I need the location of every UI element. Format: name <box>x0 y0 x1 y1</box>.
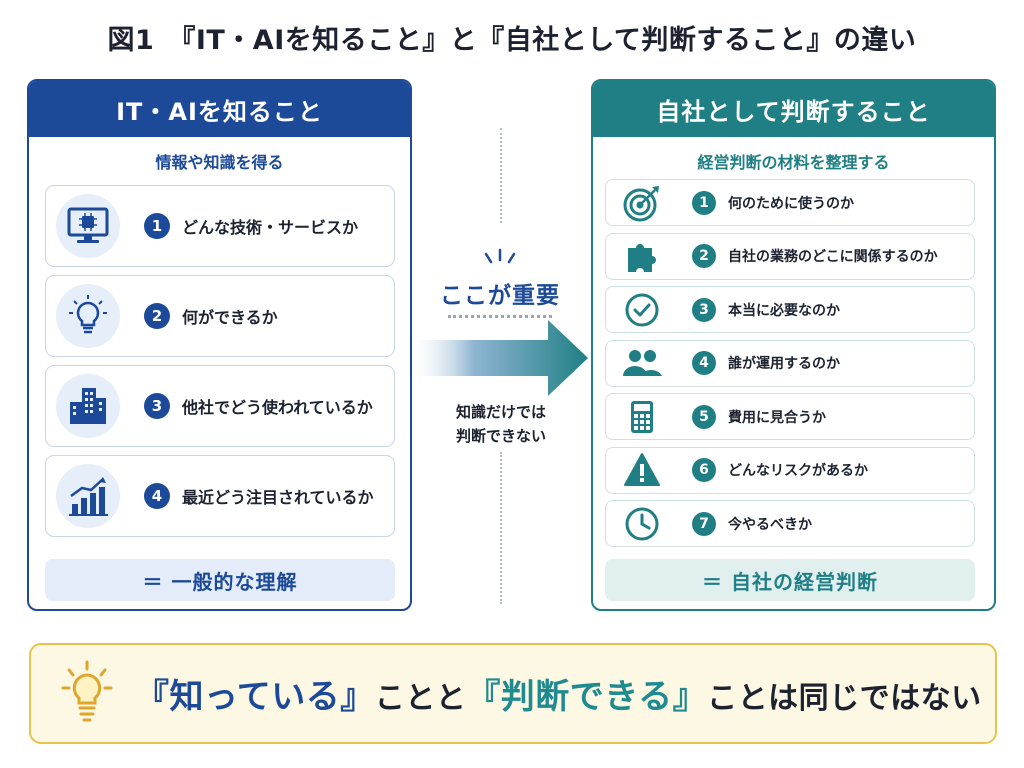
clock-icon <box>620 504 664 544</box>
center-divider <box>500 128 502 223</box>
item-number: 4 <box>692 351 716 375</box>
growth-chart-icon <box>56 464 120 528</box>
lightbulb-icon <box>61 660 113 728</box>
item-label: 誰が運用するのか <box>728 356 840 372</box>
emphasis-sparks-icon <box>474 248 526 274</box>
conclusion-text: 『知っている』ことと『判断できる』ことは同じではない <box>135 669 982 718</box>
deciding-item-6: 6 どんなリスクがあるか <box>605 446 975 494</box>
deciding-panel: 自社として判断すること 経営判断の材料を整理する 1 何のために使うのか <box>591 79 996 611</box>
item-label: 何ができるか <box>182 308 278 327</box>
conclusion-connector: ことと <box>374 681 467 716</box>
deciding-item-1: 1 何のために使うのか <box>605 179 975 226</box>
puzzle-icon <box>620 236 664 276</box>
judging-phrase: 『判断できる』 <box>466 677 708 717</box>
item-number: 3 <box>692 297 716 322</box>
item-label: 他社でどう使われているか <box>182 398 373 417</box>
knowing-panel-header: IT・AIを知ること <box>29 81 410 137</box>
item-label: 今やるべきか <box>728 516 812 533</box>
conclusion-ending: ことは同じではない <box>707 681 982 716</box>
lightbulb-icon <box>56 284 120 348</box>
page-title: 図1 『IT・AIを知ること』と『自社として判断すること』の違い <box>107 25 917 56</box>
computer-chip-icon <box>56 194 120 258</box>
item-label: 最近どう注目されているか <box>182 488 374 507</box>
deciding-panel-subtitle: 経営判断の材料を整理する <box>697 153 890 172</box>
knowing-item-3: 3 他社でどう使われているか <box>45 365 395 447</box>
people-icon <box>620 343 664 383</box>
note-line-2: 判断できない <box>455 427 546 445</box>
center-divider <box>500 452 502 604</box>
item-number: 2 <box>144 303 170 329</box>
deciding-item-2: 2 自社の業務のどこに関係するのか <box>605 232 975 280</box>
conclusion-banner: 『知っている』ことと『判断できる』ことは同じではない <box>29 643 997 744</box>
arrow-right-icon <box>412 320 588 400</box>
knowing-phrase: 『知っている』 <box>135 677 375 717</box>
check-circle-icon <box>620 290 664 330</box>
item-number: 4 <box>144 483 170 509</box>
deciding-item-4: 4 誰が運用するのか <box>605 339 975 387</box>
deciding-panel-header: 自社として判断すること <box>593 81 994 137</box>
item-label: 何のために使うのか <box>728 195 854 212</box>
buildings-icon <box>56 374 120 438</box>
item-label: 本当に必要なのか <box>728 302 840 319</box>
deciding-summary: ＝ 自社の経営判断 <box>605 559 975 601</box>
deciding-item-7: 7 今やるべきか <box>605 500 975 547</box>
warning-icon <box>620 450 664 490</box>
knowing-summary: ＝ 一般的な理解 <box>45 559 395 601</box>
item-number: 1 <box>692 190 716 215</box>
item-label: どんな技術・サービスか <box>182 218 359 237</box>
item-label: 費用に見合うか <box>728 409 826 426</box>
knowing-panel-subtitle: 情報や知識を得る <box>155 153 284 172</box>
calculator-icon <box>620 397 664 437</box>
item-label: 自社の業務のどこに関係するのか <box>728 249 938 265</box>
important-label: ここが重要 <box>440 283 560 309</box>
item-number: 7 <box>692 511 716 536</box>
item-number: 2 <box>692 244 716 268</box>
caution-note: 知識だけでは 判断できない <box>420 400 582 448</box>
item-number: 6 <box>692 458 716 482</box>
knowing-item-2: 2 何ができるか <box>45 275 395 357</box>
note-line-1: 知識だけでは <box>455 403 546 421</box>
item-number: 3 <box>144 393 170 419</box>
knowing-item-1: 1 どんな技術・サービスか <box>45 185 395 267</box>
deciding-item-5: 5 費用に見合うか <box>605 393 975 440</box>
target-icon <box>620 183 664 223</box>
dotted-separator <box>448 315 552 318</box>
knowing-item-4: 4 最近どう注目されているか <box>45 455 395 537</box>
deciding-item-3: 3 本当に必要なのか <box>605 286 975 333</box>
item-label: どんなリスクがあるか <box>728 463 868 479</box>
knowing-panel: IT・AIを知ること 情報や知識を得る <box>27 79 412 611</box>
item-number: 1 <box>144 213 170 239</box>
item-number: 5 <box>692 404 716 429</box>
